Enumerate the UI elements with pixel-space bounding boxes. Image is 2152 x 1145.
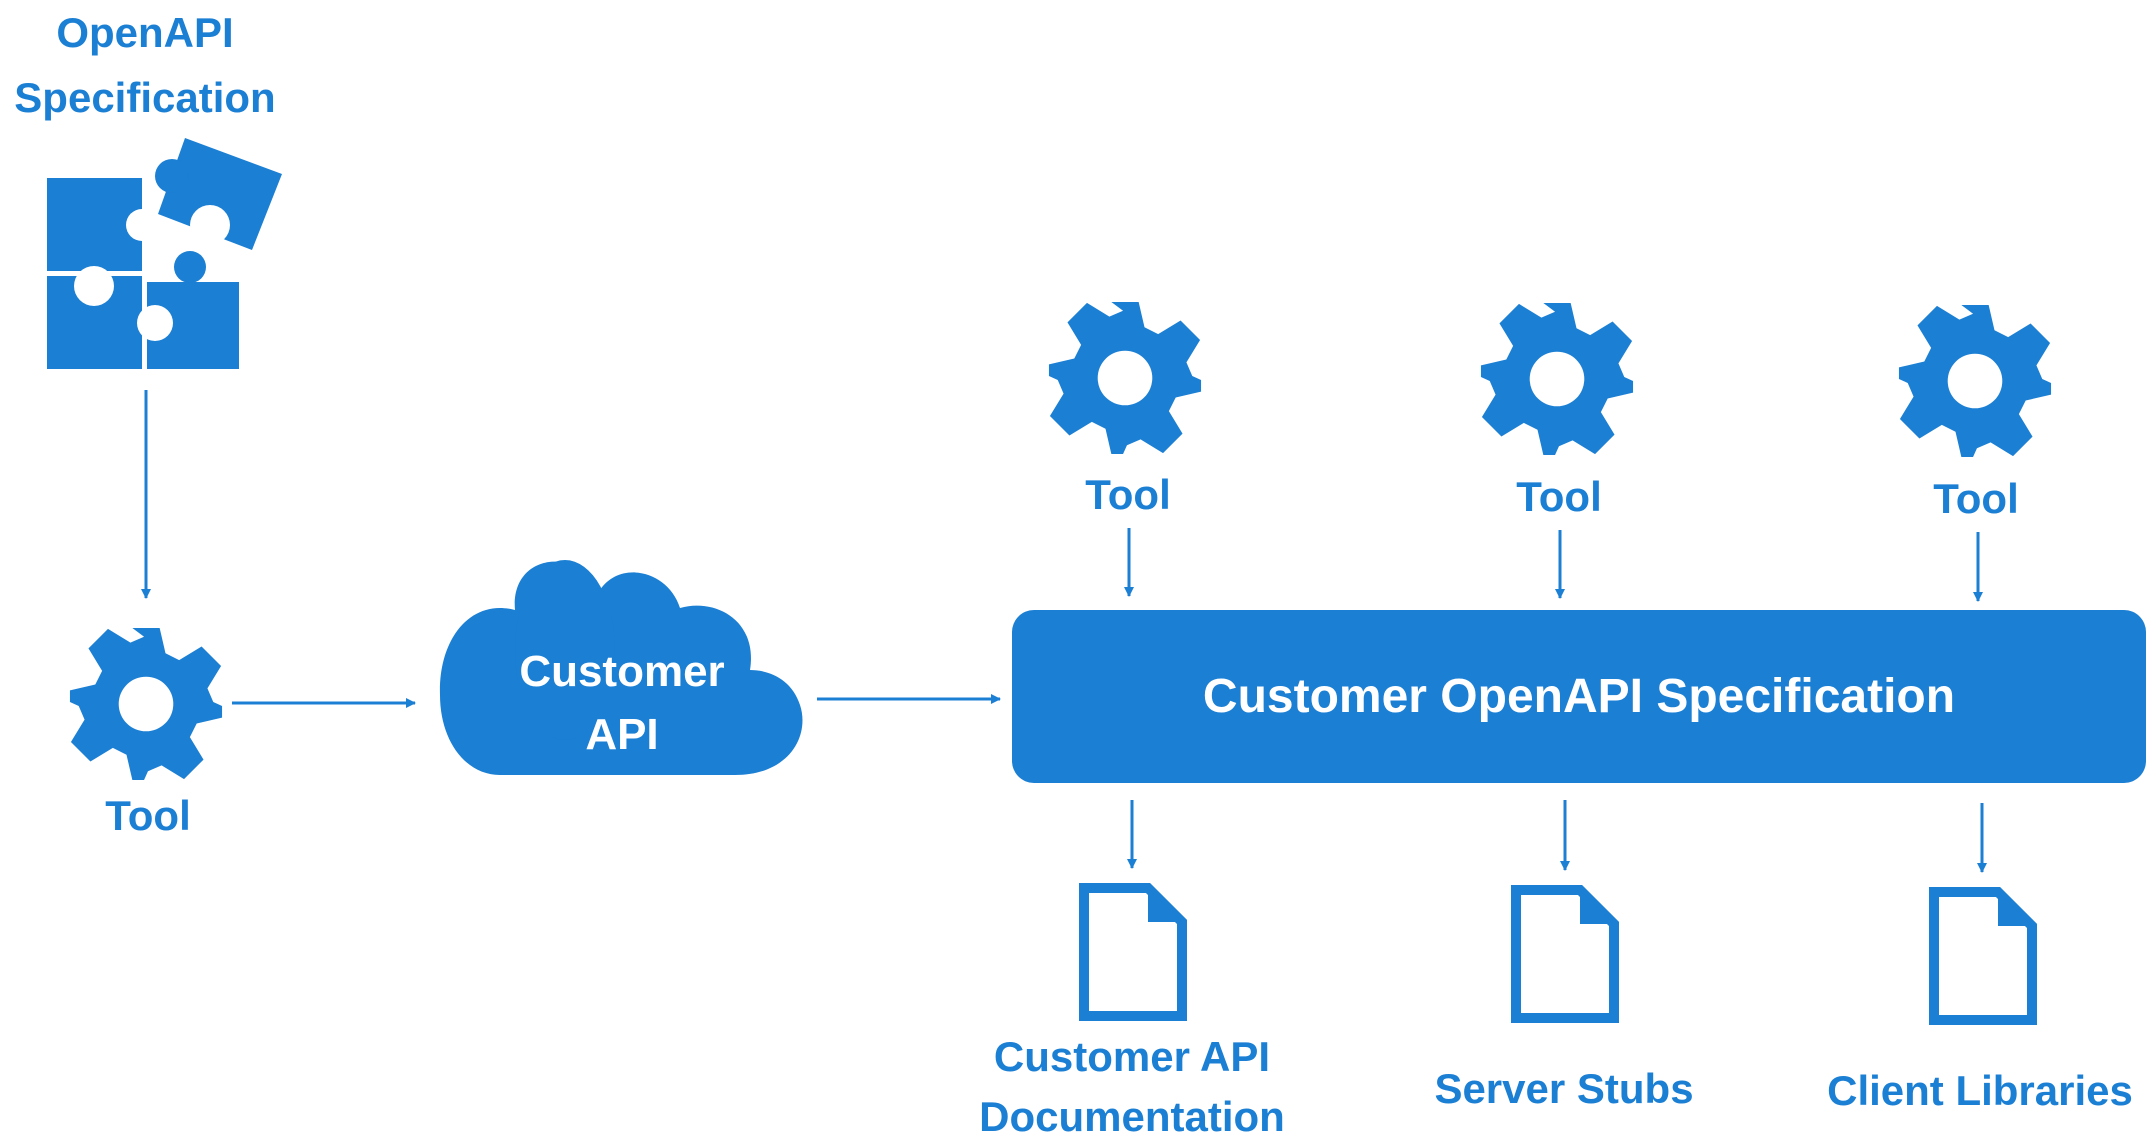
tool-top-label: Tool: [1085, 471, 1171, 518]
output-label-line2: Documentation: [979, 1093, 1285, 1140]
output-label: Server Stubs: [1434, 1065, 1693, 1112]
cloud-label-line1: Customer: [519, 647, 724, 696]
puzzle-icon: [47, 138, 282, 369]
cloud-icon: [439, 560, 803, 775]
document-icon: [1934, 892, 2032, 1020]
tool-left-label: Tool: [105, 792, 191, 839]
banner-label: Customer OpenAPI Specification: [1203, 670, 1955, 723]
gear-icon: [1898, 304, 2052, 458]
spec-title-line1: OpenAPI: [56, 9, 233, 56]
document-icon: [1516, 890, 1614, 1018]
spec-banner: [1012, 610, 2146, 783]
cloud-label-line2: API: [585, 710, 658, 759]
gear-icon: [69, 627, 223, 781]
gear-icon: [1480, 302, 1634, 456]
output-label: Client Libraries: [1827, 1067, 2133, 1114]
gear-icon: [1048, 301, 1202, 455]
document-icon: [1084, 888, 1182, 1016]
tool-top-label: Tool: [1933, 475, 2019, 522]
output-label-line1: Customer API: [994, 1033, 1270, 1080]
spec-title-line2: Specification: [14, 74, 275, 121]
tool-top-label: Tool: [1516, 473, 1602, 520]
